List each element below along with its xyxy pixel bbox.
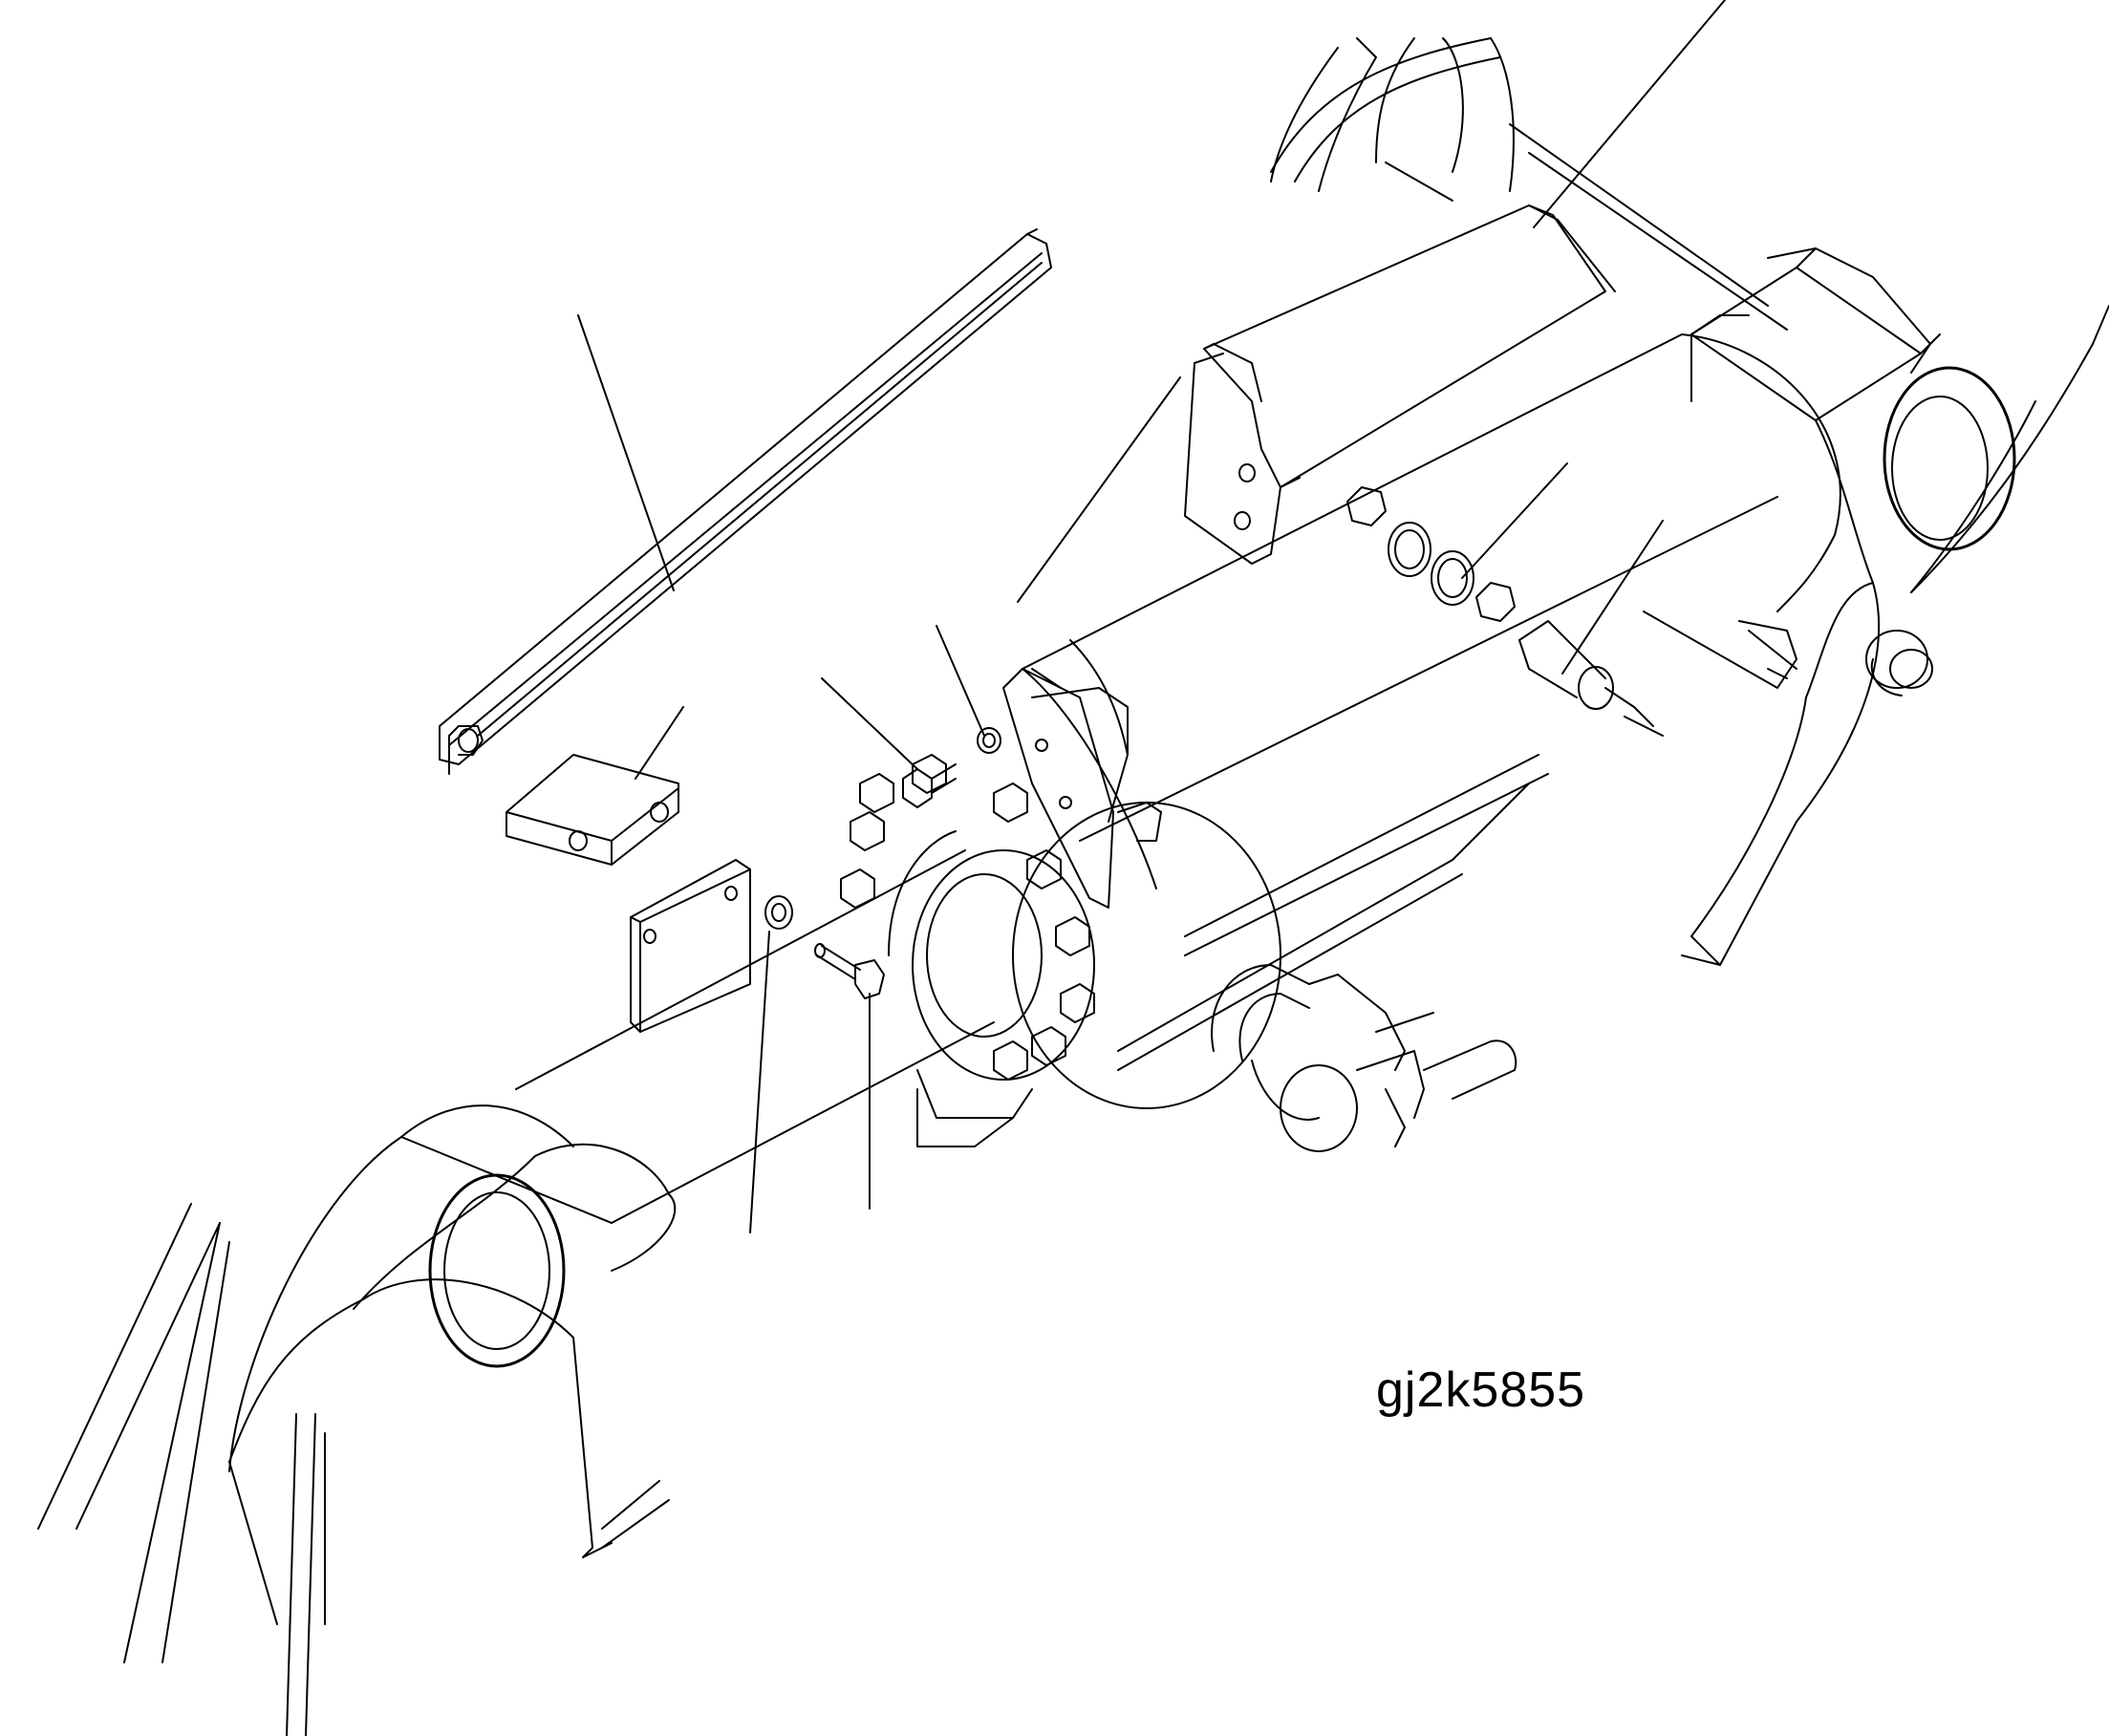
flange-bolts	[840, 727, 1095, 1081]
cap-screw	[814, 943, 885, 999]
wear-pad-block	[506, 754, 679, 866]
nut-washer-stack	[1346, 486, 1664, 737]
drawing-code: gj2k5855	[1376, 1362, 1586, 1418]
upper-pivot-mount	[1270, 37, 2109, 966]
lower-arm-clevis	[37, 1104, 677, 1736]
shim-plate	[630, 859, 751, 1033]
leader-lines	[577, 0, 1726, 1233]
stud-bolt	[902, 763, 957, 808]
hose-tubes	[1117, 754, 1549, 1071]
hydraulic-cylinder	[515, 333, 1841, 1224]
guide-rail	[439, 228, 1052, 775]
hydraulic-hose	[1211, 964, 1517, 1152]
guard-cover	[1184, 204, 1616, 565]
bracket-plate	[1002, 668, 1162, 909]
washer-small	[764, 895, 793, 930]
